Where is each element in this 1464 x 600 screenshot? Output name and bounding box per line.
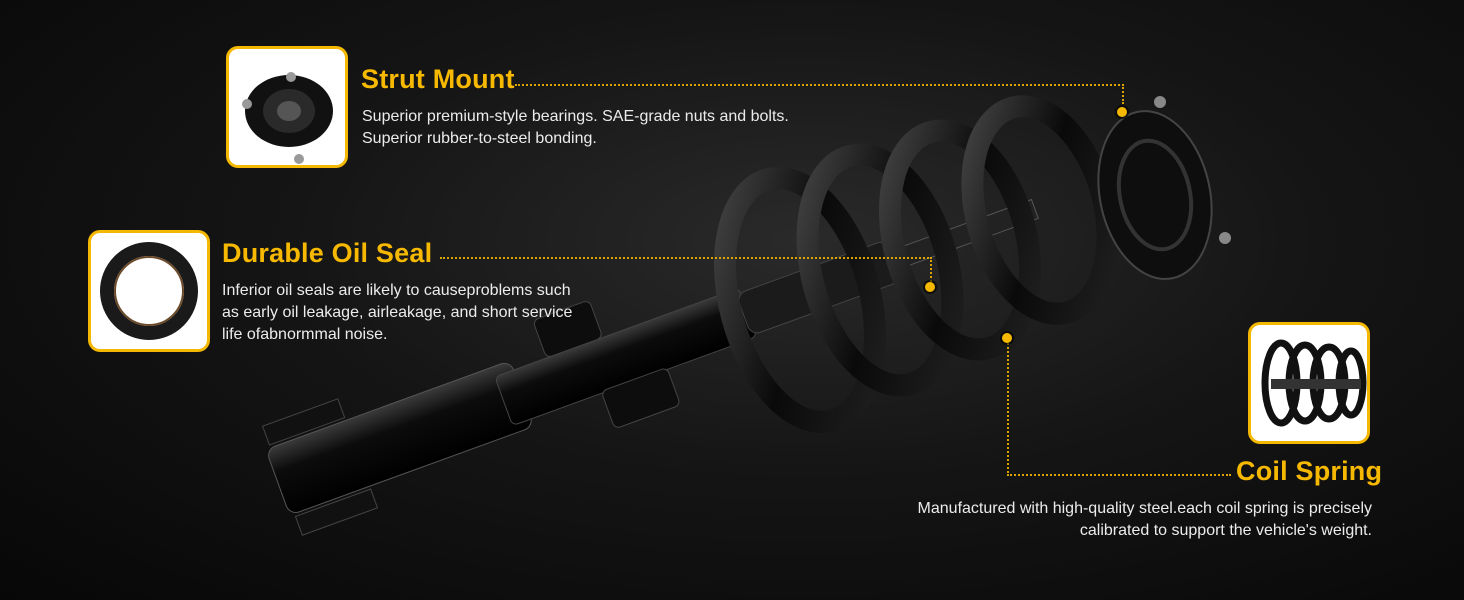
coil-spring-marker xyxy=(1002,333,1012,343)
oil-seal-description: Inferior oil seals are likely to causepr… xyxy=(222,280,572,346)
oil-seal-title: Durable Oil Seal xyxy=(222,238,433,268)
coil-spring-title: Coil Spring xyxy=(1236,456,1383,486)
oil-seal-thumbnail xyxy=(88,230,210,352)
strut-mount-marker xyxy=(1117,107,1127,117)
description-line: calibrated to support the vehicle's weig… xyxy=(1079,522,1372,539)
description-line: Manufactured with high-quality steel.eac… xyxy=(917,500,1372,517)
oil-seal-marker xyxy=(925,282,935,292)
coil-spring-thumbnail xyxy=(1248,322,1370,444)
strut-mount-thumbnail xyxy=(226,46,348,168)
strut-mount-leader-line xyxy=(515,84,1124,104)
strut-mount-title: Strut Mount xyxy=(361,64,515,94)
description-line: as early oil leakage, airleakage, and sh… xyxy=(222,304,573,321)
coil-spring-description: Manufactured with high-quality steel.eac… xyxy=(880,498,1372,542)
description-line: Superior rubber-to-steel bonding. xyxy=(362,130,597,147)
description-line: Inferior oil seals are likely to causepr… xyxy=(222,282,571,299)
description-line: Superior premium-style bearings. SAE-gra… xyxy=(362,108,789,125)
strut-mount-icon xyxy=(242,72,333,164)
description-line: life ofabnormmal noise. xyxy=(222,326,388,343)
coil-spring-icon xyxy=(1261,339,1367,427)
coil-spring-leader-line xyxy=(1007,340,1231,476)
oil-seal-icon xyxy=(100,242,198,340)
oil-seal-leader-line xyxy=(440,257,932,285)
strut-mount-description: Superior premium-style bearings. SAE-gra… xyxy=(362,106,789,150)
